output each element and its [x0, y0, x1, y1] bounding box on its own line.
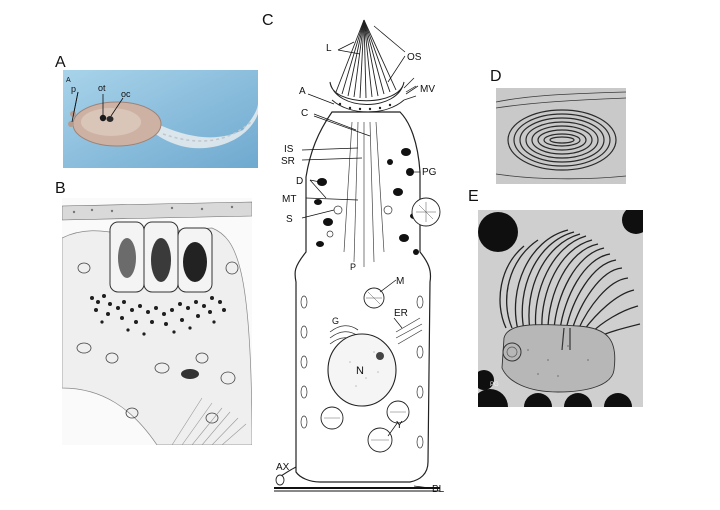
label-ER: ER	[394, 308, 408, 319]
panel-letter-e: E	[468, 188, 479, 205]
panel-letter-d: D	[490, 68, 502, 85]
label-P: P	[350, 262, 356, 272]
label-oc: oc	[121, 89, 131, 99]
em-lamellae-panel	[496, 88, 626, 184]
label-G: G	[332, 316, 339, 326]
histology-drawing-panel	[62, 198, 252, 445]
label-A: A	[299, 86, 306, 97]
otolith-dot	[99, 114, 107, 122]
label-p: p	[71, 84, 76, 94]
label-M: M	[396, 276, 404, 287]
label-OS: OS	[407, 52, 422, 63]
label-C: C	[301, 108, 308, 119]
label-N: N	[356, 365, 364, 377]
larva-photo-panel: A p ot oc	[63, 70, 258, 168]
label-Y: Y	[396, 420, 403, 431]
label-ot: ot	[98, 83, 106, 93]
label-MV: MV	[420, 84, 435, 95]
inset-letter: A	[66, 77, 71, 84]
label-IS: IS	[284, 144, 294, 155]
label-PG: PG	[422, 167, 437, 178]
panel-letter-a: A	[55, 54, 66, 71]
label-S: S	[286, 214, 293, 225]
label-BL: BL	[432, 484, 445, 495]
panel-letter-c: C	[262, 12, 274, 29]
label-L: L	[326, 43, 332, 54]
panel-letter-b: B	[55, 180, 66, 197]
em-photoreceptor-panel: PG	[478, 210, 643, 407]
label-MT: MT	[282, 194, 296, 205]
label-pg-granule: PG	[490, 382, 499, 388]
ocellus-dot	[106, 116, 114, 122]
photoreceptor-diagram-panel: L OS A MV C IS SR D PG MT S P M G ER N Y…	[270, 12, 470, 500]
label-D: D	[296, 176, 303, 187]
label-SR: SR	[281, 156, 295, 167]
label-AX: AX	[276, 462, 290, 473]
